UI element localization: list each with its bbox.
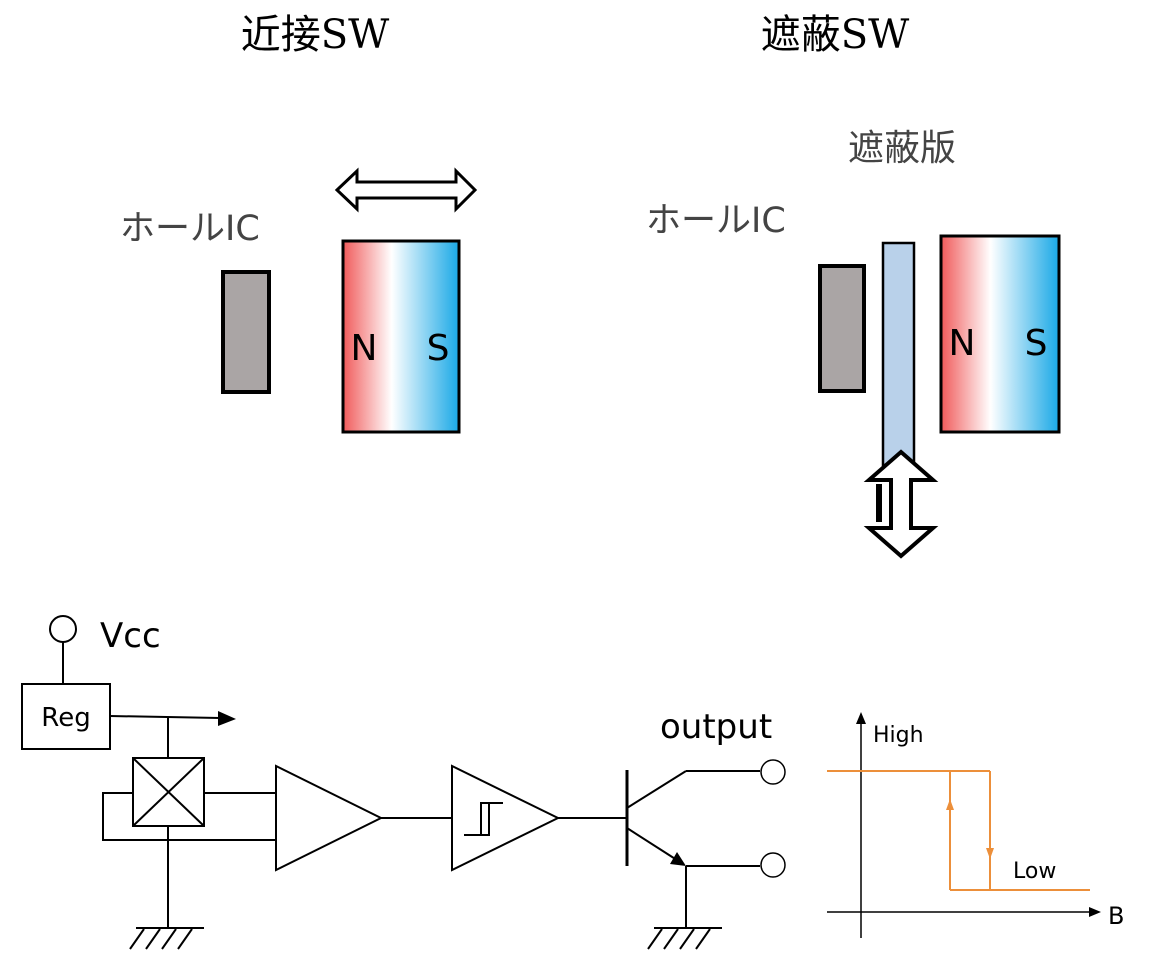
title-shield-switch: 遮蔽SW	[761, 12, 910, 58]
hall-ic-chip-left	[221, 270, 271, 394]
graph-x-arrowhead	[1089, 907, 1101, 917]
hall-element-icon	[132, 757, 205, 827]
ground-icon-right	[647, 927, 722, 950]
reg-output-arrowhead	[218, 711, 236, 726]
hall-ic-chip-right	[818, 264, 866, 393]
graph-low-label: Low	[1013, 859, 1056, 884]
title-proximity-switch: 近接SW	[241, 12, 390, 58]
shield-plate-label: 遮蔽版	[848, 128, 956, 169]
regulator-label: Reg	[41, 703, 90, 733]
hall-loop-wire	[102, 792, 204, 841]
hysteresis-up-arrow	[946, 799, 954, 810]
graph-y-arrowhead	[856, 712, 866, 724]
vertical-arrow-shadow	[876, 484, 882, 522]
graph-axis-b-label: B	[1108, 902, 1124, 930]
output-label: output	[660, 707, 772, 747]
shield-plate	[881, 241, 916, 467]
graph-high-label: High	[873, 723, 924, 748]
hysteresis-down-arrow	[986, 848, 994, 859]
horizontal-double-arrow-icon	[334, 167, 478, 213]
magnet-left	[341, 239, 461, 434]
vcc-label: Vcc	[100, 616, 161, 656]
vcc-terminal	[49, 615, 77, 643]
hysteresis-curve	[827, 770, 1090, 891]
regulator-box	[21, 683, 111, 750]
transistor-icon	[625, 770, 687, 866]
vertical-double-arrow-icon	[863, 449, 939, 559]
output-terminal-upper	[760, 759, 786, 785]
hall-ic-label-left: ホールIC	[120, 209, 260, 249]
magnet-right	[939, 234, 1061, 434]
amplifier-icon	[275, 764, 384, 872]
hall-ic-label-right: ホールIC	[646, 201, 786, 241]
schmitt-trigger-icon	[451, 764, 561, 872]
pole-n-right: N	[949, 323, 976, 364]
pole-s-left: S	[427, 328, 450, 369]
ground-icon-left	[129, 927, 204, 950]
output-terminal-lower	[760, 852, 786, 878]
hysteresis-graph: High Low B	[827, 712, 1124, 938]
pole-n-left: N	[351, 328, 378, 369]
pole-s-right: S	[1025, 323, 1048, 364]
reg-output-wire	[109, 715, 221, 719]
